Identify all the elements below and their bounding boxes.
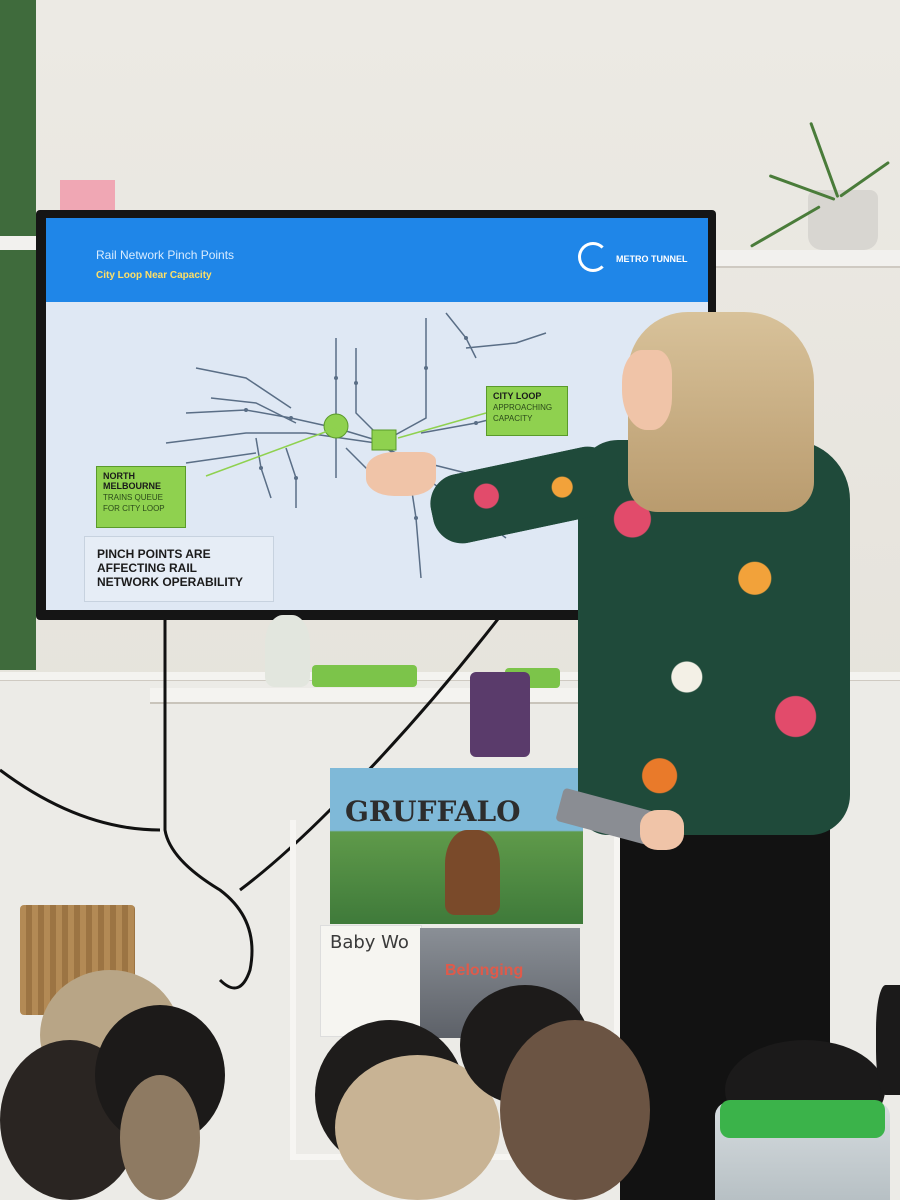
callout-north-line3: TRAINS QUEUE [103,493,164,502]
metro-tunnel-logo-icon [578,242,608,272]
child-head [876,985,900,1095]
pinch-line2: AFFECTING RAIL [97,561,197,575]
presenter-face [622,350,672,430]
bottle [265,615,310,687]
callout-north-line4: FOR CITY LOOP [103,504,165,513]
green-wall-panel [0,0,36,670]
metro-tunnel-logo-text: METRO TUNNEL [616,254,688,264]
paper-sign-text: Baby Wo [330,932,409,953]
callout-north-line2: MELBOURNE [103,481,161,491]
presenter-hand [366,452,436,496]
plant-pot [808,190,878,250]
gruffalo-book-title: GRUFFALO [345,795,521,828]
pinch-line1: PINCH POINTS ARE [97,547,211,561]
child-head [120,1075,200,1200]
pinch-points-box: PINCH POINTS ARE AFFECTING RAIL NETWORK … [84,536,274,602]
green-tray [312,665,417,687]
pinch-line3: NETWORK OPERABILITY [97,575,243,589]
callout-city-loop: CITY LOOP APPROACHING CAPACITY [486,386,568,436]
gruffalo-character [445,830,500,915]
pink-box [60,180,115,210]
callout-city-line1: CITY LOOP [493,391,542,401]
callout-north-line1: NORTH [103,471,135,481]
slide-subtitle: City Loop Near Capacity [96,270,212,281]
jar-lid [720,1100,885,1138]
paper-sign [320,925,422,1037]
plant-shelf [715,250,900,268]
presenter-left-hand [640,810,684,850]
child-head [500,1020,650,1200]
left-shelf [0,236,36,250]
belonging-book-title: Belonging [445,962,524,979]
callout-city-line2: APPROACHING [493,403,553,412]
callout-city-line3: CAPACITY [493,414,533,423]
callout-north-melbourne: NORTH MELBOURNE TRAINS QUEUE FOR CITY LO… [96,466,186,528]
slide-title: Rail Network Pinch Points [96,248,235,262]
purple-cloth [470,672,530,757]
